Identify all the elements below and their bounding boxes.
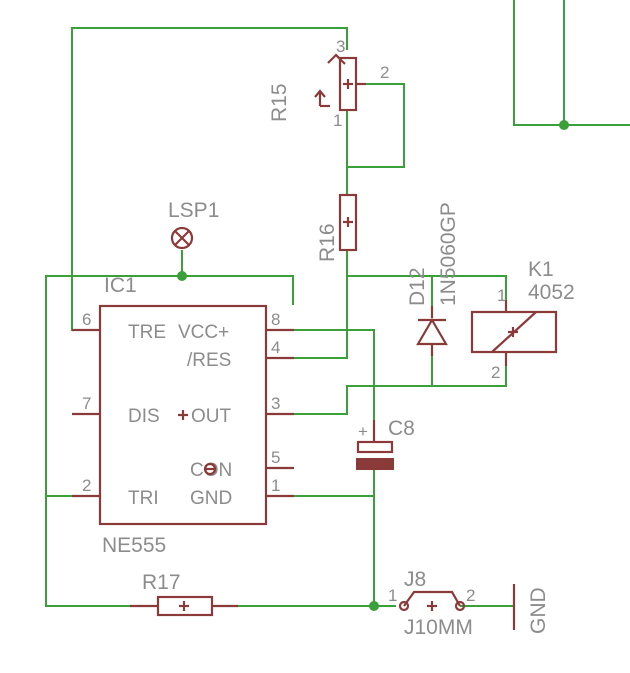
ic1-value-label: NE555 <box>102 534 166 557</box>
ic1-pin6-number: 6 <box>82 310 91 329</box>
j8-pin1-number: 1 <box>388 586 397 605</box>
ic1-pin2-number: 2 <box>82 476 91 495</box>
r17-resistor: R17 <box>130 571 238 617</box>
d12-name-label: D12 <box>406 267 429 306</box>
k1-value-label: 4052 <box>528 281 575 304</box>
wire-vcc-rail-right <box>347 275 507 300</box>
r16-body <box>338 193 358 252</box>
ic1-con-label: CON <box>190 460 232 481</box>
gnd-label: GND <box>527 587 550 634</box>
j8-value-label: J10MM <box>404 616 473 639</box>
d12-diode: D12 1N5060GP <box>406 202 460 356</box>
ic1-dis-label: DIS <box>128 406 160 427</box>
ic1-out-label: OUT <box>191 406 232 427</box>
wire-pin3-out <box>266 352 507 415</box>
r16-name-label: R16 <box>316 223 339 262</box>
k1-pin1-number: 1 <box>497 286 506 305</box>
wire-r15-wiper-loop <box>347 83 405 168</box>
ic1-pin3-number: 3 <box>271 394 280 413</box>
c8-plate-bottom <box>356 458 394 470</box>
wire-top-rail-left <box>45 275 294 607</box>
ic1-tri-label: TRI <box>128 488 159 509</box>
k1-name-label: K1 <box>528 258 554 281</box>
r15-pin3-number: 3 <box>336 37 345 56</box>
ic1-res-label: /RES <box>187 350 231 371</box>
junction-lsp1 <box>177 271 187 281</box>
lsp1-x2 <box>174 230 190 246</box>
wire-top-right <box>513 0 630 126</box>
lsp1-name-label: LSP1 <box>168 199 219 222</box>
j8-name-label: J8 <box>404 568 426 591</box>
ic1-vcc-label: VCC+ <box>178 322 229 343</box>
j8-pad-2 <box>454 600 466 612</box>
ic1-name-label: IC1 <box>104 274 137 297</box>
ic1-gnd-label: GND <box>190 488 232 509</box>
junction-gnd <box>369 601 379 611</box>
ic1-pin5-number: 5 <box>271 448 280 467</box>
j8-pad-1 <box>398 600 410 612</box>
gnd-symbol: GND <box>512 584 550 634</box>
ic1-con-marker <box>203 462 217 476</box>
ic1-tre-label: TRE <box>128 322 166 343</box>
j8-pin2-number: 2 <box>466 586 475 605</box>
r15-adjust-line <box>335 54 342 61</box>
k1-pin2-number: 2 <box>491 363 500 382</box>
r17-name-label: R17 <box>142 571 181 594</box>
r15-potentiometer: R15 3 2 1 <box>268 37 389 130</box>
r15-pin2-number: 2 <box>380 63 389 82</box>
ic1-pin4-number: 4 <box>271 338 280 357</box>
lsp1-solder-point: LSP1 <box>168 199 219 250</box>
c8-name-label: C8 <box>388 417 415 440</box>
j8-bridge <box>403 590 461 607</box>
ic1-ne555: IC1 NE555 6 7 2 8 4 3 5 1 TRE VCC+ /RES … <box>72 274 294 557</box>
c8-polarity-mark: + <box>358 422 368 441</box>
c8-capacitor: + C8 <box>356 417 415 470</box>
ic1-pin7-number: 7 <box>82 394 91 413</box>
r15-name-label: R15 <box>268 83 291 122</box>
d12-value-label: 1N5060GP <box>437 202 460 306</box>
k1-relay: K1 4052 1 2 <box>470 258 575 382</box>
ic1-origin-cross <box>178 410 188 420</box>
r16-resistor: R16 <box>316 193 358 262</box>
j8-jumper: J8 J10MM 1 2 <box>388 568 475 639</box>
ic1-pin1-number: 1 <box>271 476 280 495</box>
c8-plate-top <box>356 440 394 454</box>
wire-pin8-to-c8 <box>266 329 375 420</box>
lsp1-ring <box>170 226 194 250</box>
d12-triangle <box>416 317 448 346</box>
ic1-pin8-number: 8 <box>271 310 280 329</box>
k1-coil-box <box>470 310 558 354</box>
junction-top-right <box>559 120 569 130</box>
junctions <box>177 120 569 611</box>
r15-pin1-number: 1 <box>333 111 342 130</box>
r15-direction-icon <box>314 89 330 108</box>
